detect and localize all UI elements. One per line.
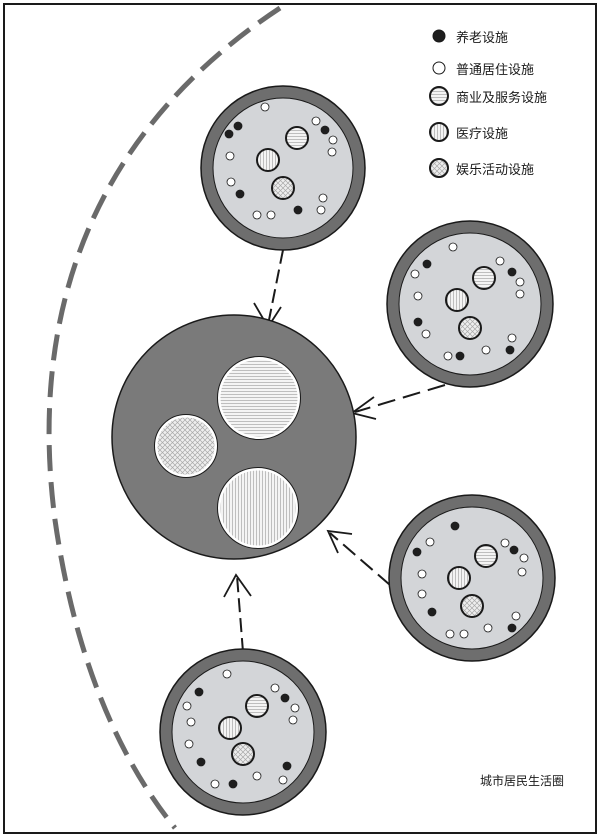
legend-label-recreation: 娱乐活动设施 [456, 162, 535, 178]
community-top [200, 85, 366, 251]
community-bottom [159, 648, 327, 816]
legend-item-residential: 普通居住设施 [426, 58, 596, 78]
hub-commercial-facility [217, 356, 301, 440]
connector-upper-right [349, 384, 446, 420]
elderly-facility-icon [426, 26, 452, 46]
hub-medical-facility [217, 467, 299, 549]
legend-item-commercial: 商业及服务设施 [426, 86, 596, 106]
legend: 养老设施 普通居住设施 商业及服务设施 医疗设施 娱乐活动设施 [426, 26, 596, 190]
legend-item-elderly: 养老设施 [426, 26, 596, 46]
diagram-caption: 城市居民生活圈 [480, 774, 565, 788]
diagram-frame [3, 3, 597, 834]
legend-label-elderly: 养老设施 [456, 30, 509, 46]
residential-facility-icon [426, 58, 452, 78]
legend-item-medical: 医疗设施 [426, 122, 596, 142]
connector-lower-right [326, 529, 391, 586]
recreation-facility-icon [426, 158, 452, 178]
legend-label-commercial: 商业及服务设施 [456, 90, 548, 106]
medical-facility-icon [426, 122, 452, 142]
connector-top [253, 249, 284, 329]
legend-item-recreation: 娱乐活动设施 [426, 158, 596, 178]
connector-bottom [223, 573, 252, 653]
community-upper-right [386, 220, 554, 388]
hub-recreation-facility [154, 414, 218, 478]
legend-label-medical: 医疗设施 [456, 126, 509, 142]
living-circle-boundary [46, 5, 282, 830]
central-hub [111, 314, 357, 560]
community-lower-right [388, 494, 556, 662]
legend-label-residential: 普通居住设施 [456, 62, 535, 78]
commercial-facility-icon [426, 86, 452, 106]
